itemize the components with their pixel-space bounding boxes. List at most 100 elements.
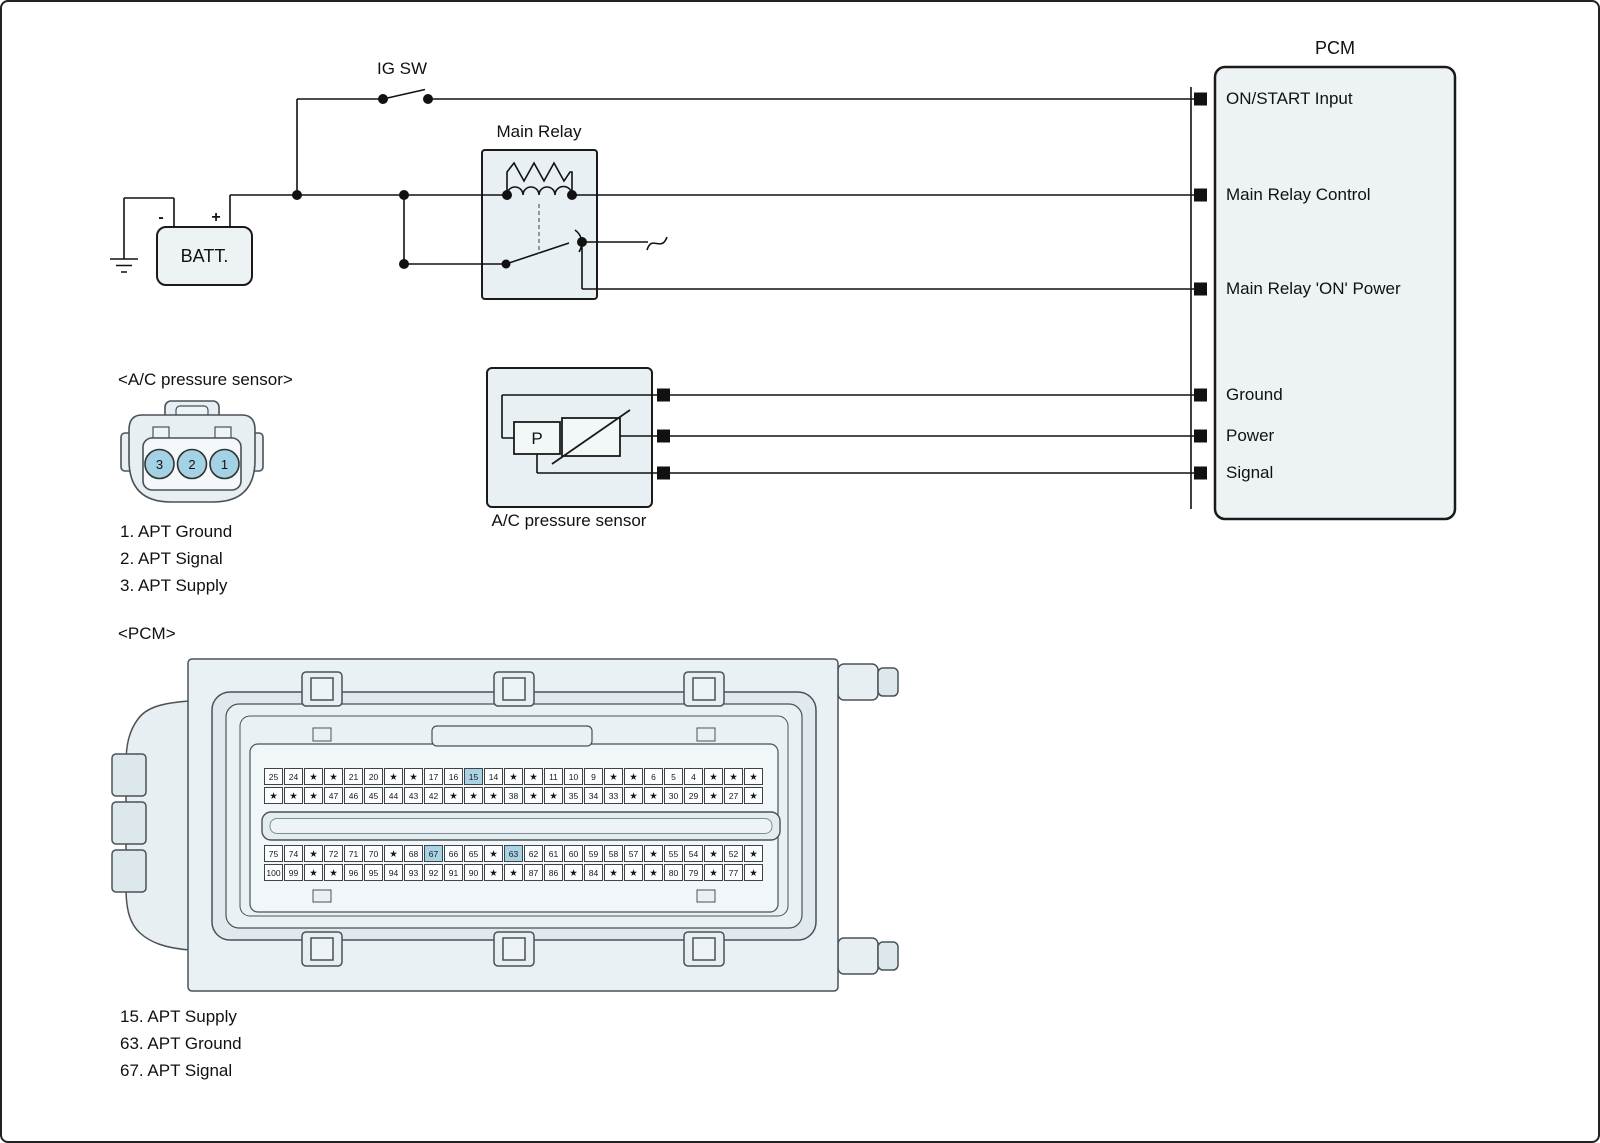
pcm-pin-21: 21	[344, 768, 363, 785]
ac-legend-item-3: 3. APT Supply	[120, 576, 228, 595]
pcm-pin-star: ★	[704, 787, 723, 804]
pcm-pin-54: 54	[684, 845, 703, 862]
pcm-pin-label-signal: Signal	[1226, 463, 1274, 482]
pcm-pin-93: 93	[404, 864, 423, 881]
pcm-pin-90: 90	[464, 864, 483, 881]
pcm-pin-70: 70	[364, 845, 383, 862]
pcm-pin-star: ★	[724, 768, 743, 785]
pcm-pin-9: 9	[584, 768, 603, 785]
pcm-pin-star: ★	[304, 768, 323, 785]
pcm-pin-star: ★	[404, 768, 423, 785]
pcm-pin-61: 61	[544, 845, 563, 862]
junction-dots	[292, 94, 587, 269]
pcm-pin-20: 20	[364, 768, 383, 785]
pcm-pin-5: 5	[664, 768, 683, 785]
pcm-pin-star: ★	[384, 768, 403, 785]
pcm-pin-11: 11	[544, 768, 563, 785]
pcm-pin-92: 92	[424, 864, 443, 881]
pcm-pin-63: 63	[504, 845, 523, 862]
main-relay-label: Main Relay	[496, 122, 582, 141]
pcm-pin-star: ★	[704, 768, 723, 785]
pcm-connector-heading: <PCM>	[118, 624, 176, 643]
pcm-pin-52: 52	[724, 845, 743, 862]
pcm-pin-label-main-relay-control: Main Relay Control	[1226, 185, 1371, 204]
battery-plus-sign: +	[211, 209, 220, 226]
pcm-pin-27: 27	[724, 787, 743, 804]
pcm-legend-item-3: 67. APT Signal	[120, 1061, 233, 1080]
pcm-pin-72: 72	[324, 845, 343, 862]
pcm-pin-24: 24	[284, 768, 303, 785]
pcm-pin-star: ★	[524, 768, 543, 785]
pcm-pin-star: ★	[444, 787, 463, 804]
pcm-pin-star: ★	[324, 864, 343, 881]
pcm-pin-67: 67	[424, 845, 443, 862]
pcm-pin-99: 99	[284, 864, 303, 881]
battery-box	[156, 226, 253, 286]
pcm-pin-77: 77	[724, 864, 743, 881]
pcm-pin-17: 17	[424, 768, 443, 785]
pcm-pin-79: 79	[684, 864, 703, 881]
pcm-pin-star: ★	[704, 864, 723, 881]
pcm-pin-star: ★	[484, 787, 503, 804]
pcm-pin-star: ★	[624, 864, 643, 881]
pcm-pin-star: ★	[744, 864, 763, 881]
pcm-pin-star: ★	[384, 845, 403, 862]
pcm-pin-68: 68	[404, 845, 423, 862]
pcm-box	[1213, 65, 1457, 521]
pcm-pin-87: 87	[524, 864, 543, 881]
pcm-pin-star: ★	[264, 787, 283, 804]
pcm-pin-100: 100	[264, 864, 283, 881]
ac-pin-number-2: 2	[188, 457, 195, 472]
pcm-pin-15: 15	[464, 768, 483, 785]
pcm-pin-star: ★	[504, 864, 523, 881]
pcm-pin-84: 84	[584, 864, 603, 881]
pcm-pin-star: ★	[744, 845, 763, 862]
pcm-pin-43: 43	[404, 787, 423, 804]
pcm-pin-star: ★	[604, 864, 623, 881]
ac-pin-circle-1	[209, 448, 240, 480]
pcm-pin-star: ★	[604, 768, 623, 785]
pcm-pin-label-ground: Ground	[1226, 385, 1283, 404]
pcm-pin-star: ★	[644, 787, 663, 804]
ac-pin-number-3: 3	[156, 457, 163, 472]
pcm-pin-29: 29	[684, 787, 703, 804]
ac-legend-item-1: 1. APT Ground	[120, 522, 233, 541]
pcm-pin-star: ★	[744, 768, 763, 785]
pcm-pin-57: 57	[624, 845, 643, 862]
pcm-pin-star: ★	[644, 845, 663, 862]
pcm-pin-59: 59	[584, 845, 603, 862]
pcm-pin-star: ★	[464, 787, 483, 804]
pcm-pin-star: ★	[304, 845, 323, 862]
pcm-pin-38: 38	[504, 787, 523, 804]
pcm-pin-label-main-relay-on-power: Main Relay 'ON' Power	[1226, 279, 1401, 298]
sensor-p-symbol: P	[531, 429, 542, 448]
pcm-pin-star: ★	[324, 768, 343, 785]
pcm-pin-33: 33	[604, 787, 623, 804]
wire-break-icon	[646, 236, 668, 251]
ac-pin-circle-3	[144, 448, 175, 480]
ac-pin-circle-2	[176, 448, 208, 480]
pcm-pin-star: ★	[284, 787, 303, 804]
ac-connector-heading: <A/C pressure sensor>	[118, 370, 293, 389]
pcm-pin-86: 86	[544, 864, 563, 881]
terminal-squares	[657, 92, 1207, 480]
pcm-pin-60: 60	[564, 845, 583, 862]
sensor-caption: A/C pressure sensor	[491, 511, 647, 530]
ac-connector-drawing: 3 2 1	[120, 400, 264, 503]
pcm-pin-star: ★	[564, 864, 583, 881]
pcm-pin-45: 45	[364, 787, 383, 804]
pcm-pin-star: ★	[744, 787, 763, 804]
pcm-connector-drawing	[111, 658, 899, 992]
relay-coil-icon	[506, 185, 573, 196]
pcm-pin-44: 44	[384, 787, 403, 804]
pcm-pin-16: 16	[444, 768, 463, 785]
pcm-pin-35: 35	[564, 787, 583, 804]
pcm-pin-4: 4	[684, 768, 703, 785]
pcm-pin-10: 10	[564, 768, 583, 785]
sensor-p-box	[513, 421, 561, 455]
